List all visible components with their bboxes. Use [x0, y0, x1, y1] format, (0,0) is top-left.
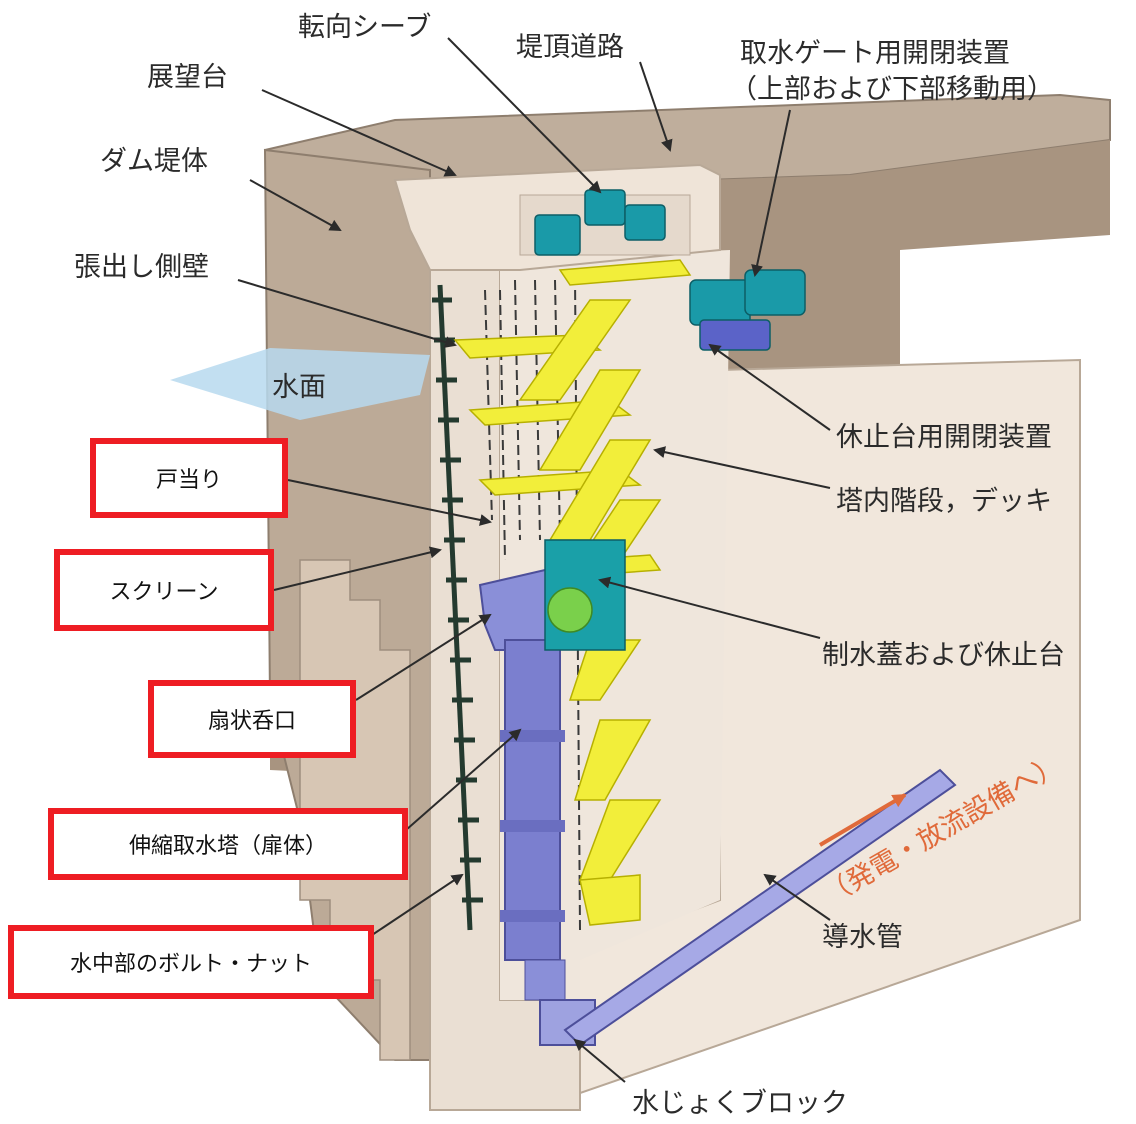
callout-senjou-donkou: 扇状呑口 [148, 680, 356, 758]
label-teichou-douro: 堤頂道路 [516, 32, 624, 63]
callout-shinshuku-torimizutou: 伸縮取水塔（扉体） [48, 808, 408, 880]
telescopic-intake-tower [478, 568, 596, 1046]
leader-arrows [237, 37, 831, 1083]
callout-screen: スクリーン [54, 549, 274, 631]
label-suimen: 水面 [272, 372, 326, 403]
label-kyuushidai-kaiheisouchi: 休止台用開閉装置 [836, 422, 1052, 453]
callout-suichuubu-bolt-nut: 水中部のボルト・ナット [8, 925, 374, 999]
label-torimizu-gate-sub: （上部および下部移動用） [730, 74, 1054, 105]
machinery [534, 189, 806, 651]
screen-bars [432, 284, 483, 931]
component-labels: 転向シーブ 堤頂道路 取水ゲート用開閉装置 （上部および下部移動用） 展望台 ダ… [74, 12, 1067, 1119]
water-surface [170, 348, 430, 420]
label-seisuigai: 制水蓋および休止台 [822, 640, 1065, 671]
label-haridashi-sokuheki: 張出し側壁 [74, 252, 209, 283]
callout-toatari: 戸当り [90, 438, 288, 518]
door-guides [484, 274, 581, 931]
label-dousuikan: 導水管 [822, 922, 903, 953]
flow-direction-arrow [818, 793, 907, 847]
label-tenkou-sheave: 転向シーブ [298, 12, 431, 43]
label-torimizu-gate-kaiheisouchi: 取水ゲート用開閉装置 [740, 38, 1010, 69]
stairs-and-decks [453, 259, 692, 926]
label-tounai-kaidan: 塔内階段，デッキ [836, 486, 1052, 517]
label-dam-teitai: ダム堤体 [100, 146, 208, 177]
label-mizujoku-block: 水じょくブロック [632, 1088, 848, 1119]
label-tenboudai: 展望台 [147, 62, 228, 93]
